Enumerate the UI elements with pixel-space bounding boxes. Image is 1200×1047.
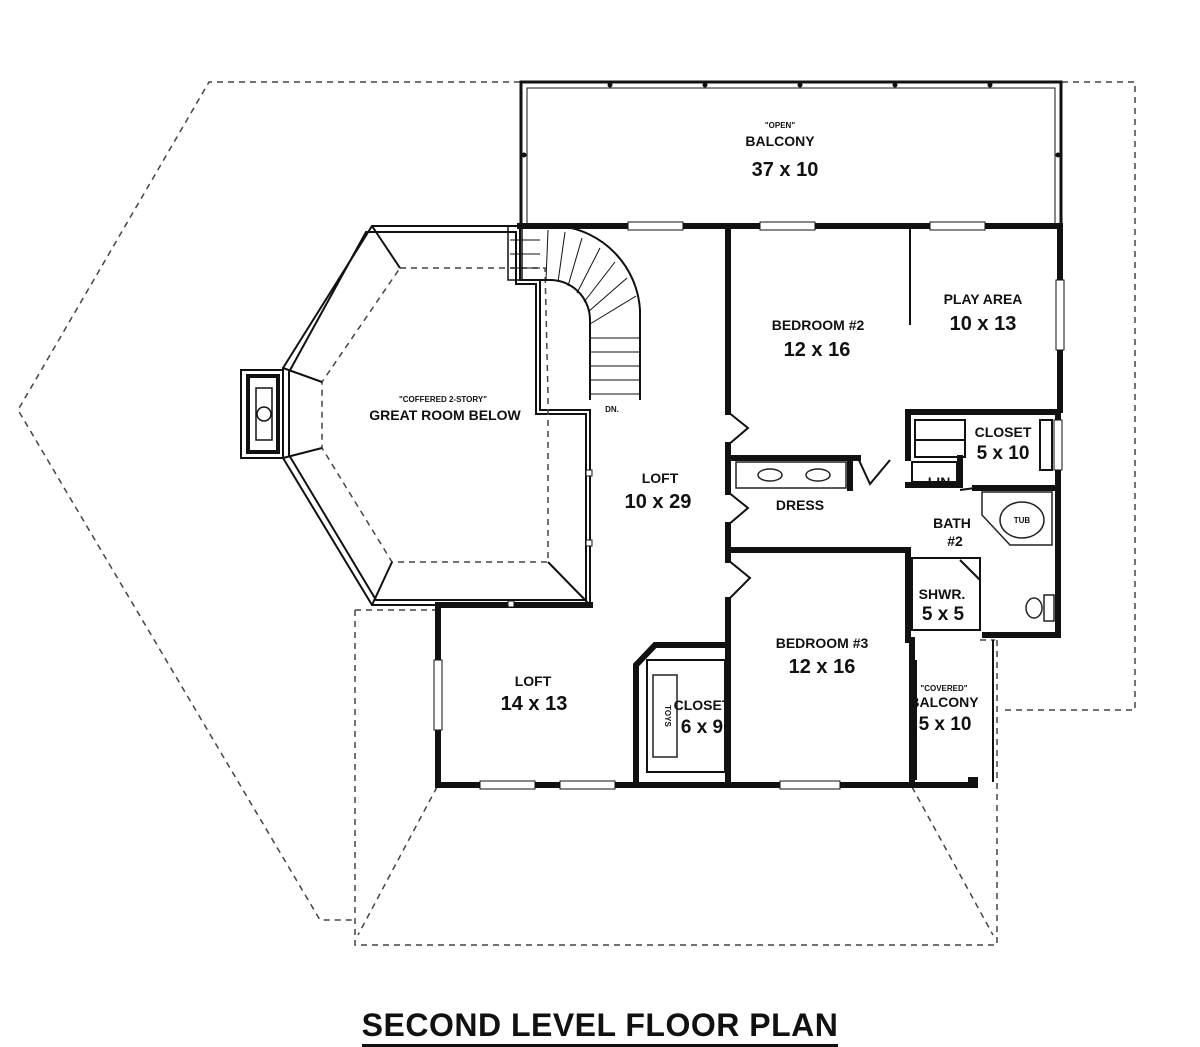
covered-balcony-dims: 5 x 10 <box>919 714 972 735</box>
windows <box>433 221 1065 790</box>
shower-label: SHWR. <box>919 586 966 602</box>
bedroom2-label: BEDROOM #2 <box>772 317 865 333</box>
great-room-note: "COFFERED 2-STORY" <box>399 395 487 404</box>
closet-toys-dims: 6 x 9 <box>681 717 723 738</box>
doors <box>727 225 976 601</box>
bedroom3-dims: 12 x 16 <box>789 656 856 678</box>
bath-fixtures <box>911 491 1055 631</box>
plan-title-text: SECOND LEVEL FLOOR PLAN <box>361 1008 839 1047</box>
loft-small-label: LOFT <box>515 673 552 689</box>
closet-shelves <box>911 419 1053 483</box>
dress-label: DRESS <box>776 497 824 513</box>
closet-bath-label: CLOSET <box>975 424 1032 440</box>
covered-balcony-frame <box>915 640 994 787</box>
toys-shelf-label: TOYS <box>663 705 672 727</box>
covered-balcony-label: BALCONY <box>909 694 979 710</box>
loft-main-dims: 10 x 29 <box>625 491 692 513</box>
covered-balcony-note: "COVERED" <box>920 684 967 693</box>
shower-dims: 5 x 5 <box>922 604 965 625</box>
great-room-label: GREAT ROOM BELOW <box>369 407 521 423</box>
bedroom3-label: BEDROOM #3 <box>776 635 869 651</box>
plan-title: SECOND LEVEL FLOOR PLAN <box>0 1008 1200 1047</box>
linen-label: LIN. <box>928 474 954 490</box>
play-area-dims: 10 x 13 <box>950 313 1017 335</box>
bath2-label: BATH <box>933 515 971 531</box>
play-area-label: PLAY AREA <box>944 291 1023 307</box>
railing-posts <box>507 469 593 608</box>
fireplace <box>240 369 284 459</box>
roof-outline <box>17 81 1136 946</box>
toy-shelf <box>646 659 726 773</box>
open-balcony-dims: 37 x 10 <box>752 159 819 181</box>
loft-main-label: LOFT <box>642 470 679 486</box>
tub-label: TUB <box>1014 516 1031 525</box>
dress-vanity <box>735 461 847 489</box>
spiral-staircase <box>507 225 641 400</box>
closet-bath-dims: 5 x 10 <box>977 443 1030 464</box>
open-balcony-label: BALCONY <box>745 133 815 149</box>
bath2-number: #2 <box>947 533 963 549</box>
stair-down-label: DN. <box>605 405 619 414</box>
open-balcony <box>519 80 1063 227</box>
open-balcony-note: "OPEN" <box>765 121 795 130</box>
loft-small-dims: 14 x 13 <box>501 693 568 715</box>
bedroom2-dims: 12 x 16 <box>784 339 851 361</box>
closet-toys-label: CLOSET <box>674 697 731 713</box>
